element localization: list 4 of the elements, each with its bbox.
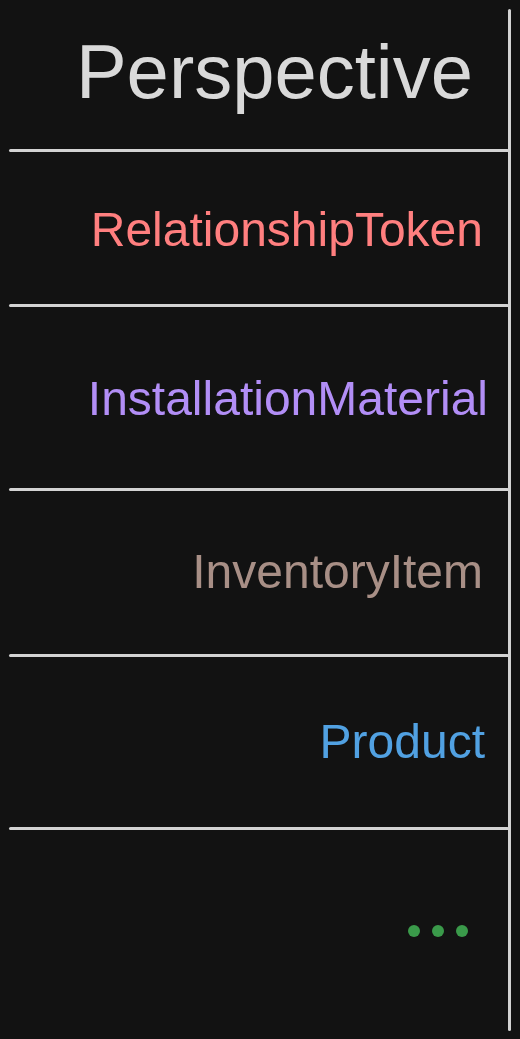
row-label: InventoryItem (192, 548, 483, 596)
row-label: RelationshipToken (90, 206, 483, 254)
row-label: InstallationMaterial (87, 375, 488, 423)
row-label: Product (319, 718, 485, 766)
